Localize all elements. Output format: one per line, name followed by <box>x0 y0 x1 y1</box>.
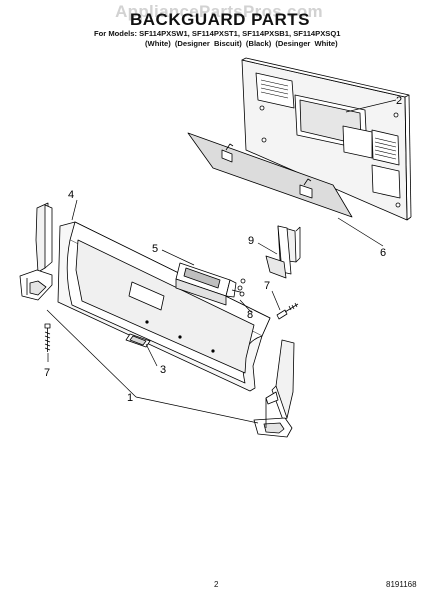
screw-left <box>44 323 51 352</box>
callout-9: 9 <box>248 235 254 247</box>
callout-3: 3 <box>160 364 166 376</box>
clock-control <box>175 262 246 306</box>
models-line: For Models: SF114PXSW1, SF114PXST1, SF11… <box>94 29 341 38</box>
left-end-cap <box>19 202 53 301</box>
callout-5: 5 <box>152 243 158 255</box>
callout-4: 4 <box>68 189 74 201</box>
document-number: 8191168 <box>386 580 417 589</box>
rear-backguard-panel <box>241 57 412 221</box>
callout-7-right: 7 <box>264 280 270 292</box>
watermark: AppliancePartsPros.com <box>115 2 323 21</box>
leader-lines <box>46 99 397 424</box>
heat-shield <box>187 132 353 218</box>
callout-7-left: 7 <box>44 367 50 379</box>
callout-2: 2 <box>396 95 402 107</box>
right-end-cap <box>253 339 295 438</box>
callout-6: 6 <box>380 247 386 259</box>
screw-right <box>276 302 299 320</box>
callout-8: 8 <box>247 309 253 321</box>
callout-1: 1 <box>127 392 133 404</box>
mounting-bracket <box>265 225 301 279</box>
page-title: BACKGUARD PARTS <box>129 10 310 29</box>
page-number: 2 <box>214 580 219 589</box>
color-variants-line: (White) (Designer Biscuit) (Black) (Desi… <box>145 39 338 48</box>
